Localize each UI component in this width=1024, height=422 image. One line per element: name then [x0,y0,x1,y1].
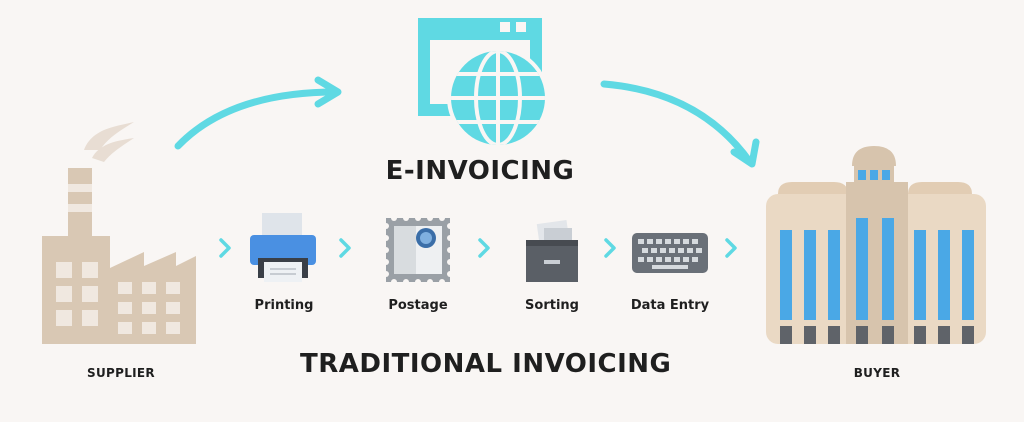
traditional-invoicing-title: TRADITIONAL INVOICING [300,349,672,379]
keyboard-icon [632,233,708,273]
arrow-to-einvoicing [174,76,342,150]
factory-icon [42,122,196,344]
buyer-label: BUYER [853,366,901,380]
chevron-right-icon [339,238,351,258]
browser-globe-icon [418,18,549,149]
printer-icon [250,213,316,282]
step-label-printing: Printing [254,298,314,313]
chevron-right-icon [219,238,231,258]
file-cabinet-icon [526,220,578,282]
step-label-postage: Postage [388,298,448,313]
step-label-data-entry: Data Entry [630,298,710,313]
chevron-right-icon [725,238,737,258]
chevron-right-icon [478,238,490,258]
chevron-right-icon [604,238,616,258]
supplier-label: SUPPLIER [87,366,155,380]
einvoicing-title: E-INVOICING [385,156,575,186]
office-building-icon [766,146,986,344]
step-label-sorting: Sorting [525,298,579,313]
arrow-to-buyer [600,80,760,168]
postage-stamp-icon [383,215,453,285]
